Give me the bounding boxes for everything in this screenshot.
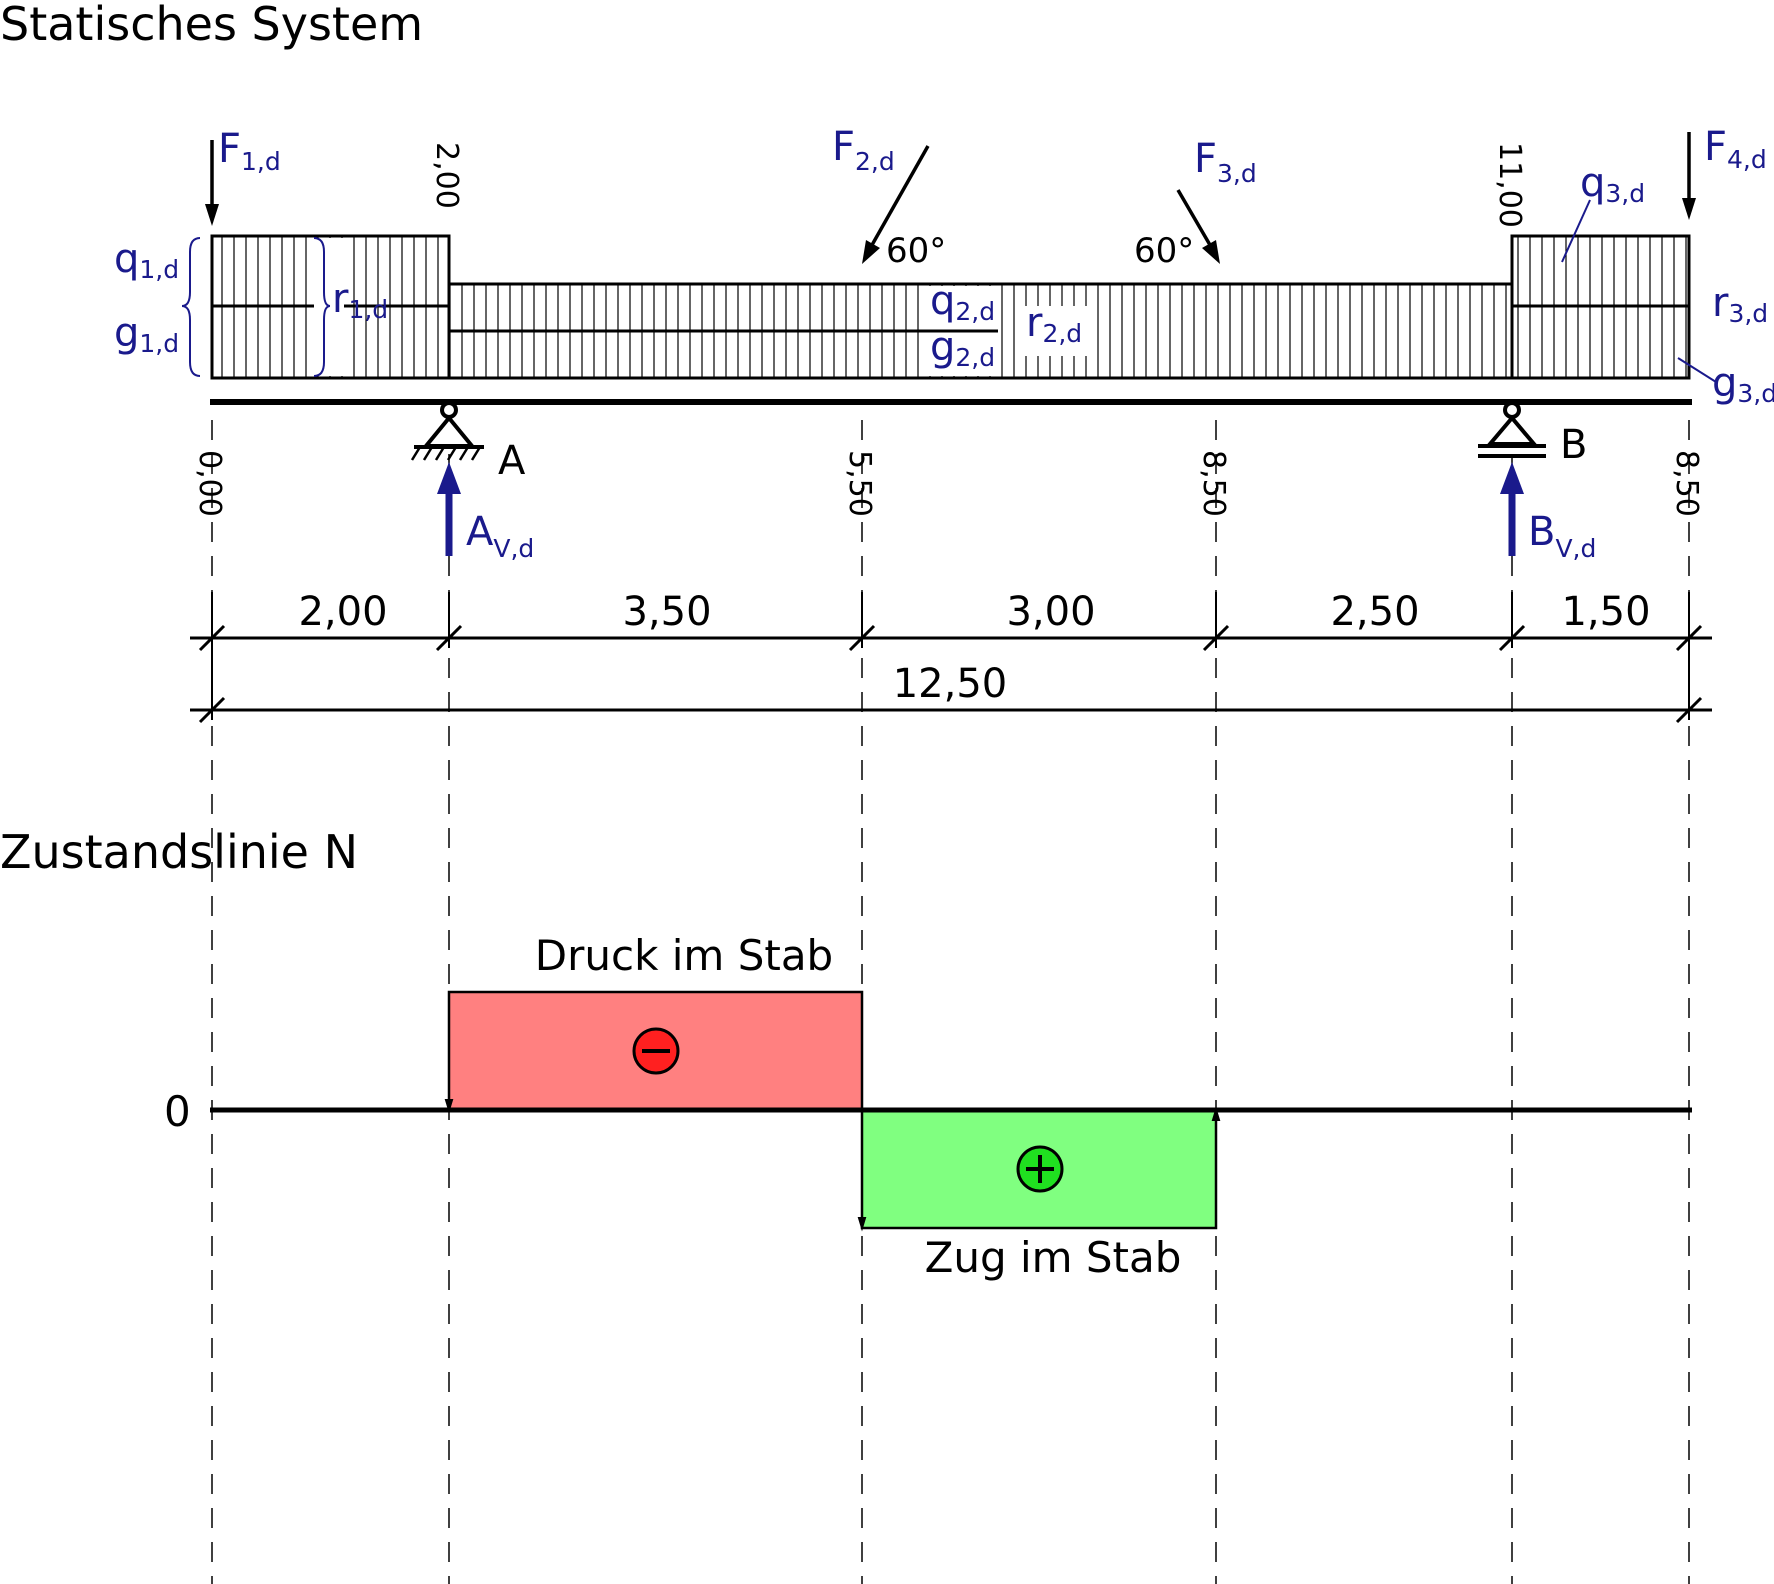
tension-label: Zug im Stab	[925, 1233, 1182, 1282]
reaction-arrow-a-icon	[437, 462, 461, 556]
dimension-seg-4: 2,50	[1330, 589, 1419, 635]
system-title: Statisches System	[0, 0, 423, 51]
force-f2-label: F2,d	[832, 124, 895, 176]
angle-f2-label: 60°	[886, 231, 946, 271]
minus-sign-icon	[632, 1027, 680, 1075]
angle-f3-label: 60°	[1134, 231, 1194, 271]
force-f4-label: F4,d	[1704, 124, 1767, 174]
jump-arrows	[444, 1099, 1221, 1232]
force-f3-arrow-icon	[1176, 189, 1220, 264]
support-b-label: B	[1560, 422, 1587, 468]
compression-label: Druck im Stab	[535, 931, 833, 980]
load-r2-label: r2,d	[1026, 300, 1082, 348]
force-f1-label: F1,d	[218, 126, 281, 176]
station-bottom-end: 8,50	[1669, 450, 1704, 517]
load-g1-label: g1,d	[114, 310, 179, 358]
support-a-label: A	[498, 438, 526, 484]
load-r1-label: r1,d	[332, 276, 388, 324]
dimension-seg-3: 3,00	[1006, 589, 1095, 635]
reaction-a-label: AV,d	[466, 509, 534, 563]
dimension-total: 12,50	[893, 661, 1008, 707]
dimension-seg-2: 3,50	[622, 589, 711, 635]
support-b-icon	[1478, 401, 1546, 458]
zero-label: 0	[164, 1087, 191, 1136]
force-f1-arrow-icon	[205, 140, 219, 226]
load-q2-label: q2,d	[930, 278, 995, 326]
station-dashed-lines	[211, 420, 1690, 1584]
dimension-seg-5: 1,50	[1561, 589, 1650, 635]
station-bottom-8-5: 8,50	[1196, 450, 1231, 517]
station-top-11: 11,00	[1492, 142, 1527, 228]
reaction-arrow-b-icon	[1500, 462, 1524, 556]
load-braces	[181, 199, 1717, 383]
load-g3-label: g3,d	[1712, 360, 1774, 408]
force-f4-arrow-icon	[1682, 132, 1696, 220]
station-bottom-5-5: 5,50	[842, 450, 877, 517]
load-r3-label: r3,d	[1712, 280, 1768, 328]
load-q3-label: q3,d	[1580, 160, 1645, 208]
load-block-1	[210, 234, 451, 380]
plus-sign-icon	[1016, 1145, 1064, 1193]
dimension-chain	[190, 592, 1712, 724]
load-q1-label: q1,d	[114, 236, 179, 284]
station-bottom-0: 0,00	[192, 450, 227, 517]
station-top-2: 2,00	[429, 142, 464, 209]
support-a-icon	[410, 401, 484, 461]
force-f2-arrow-icon	[862, 145, 930, 264]
load-g2-label: g2,d	[930, 324, 995, 372]
load-block-2	[447, 282, 1514, 380]
force-f3-label: F3,d	[1194, 136, 1257, 188]
dimension-seg-1: 2,00	[298, 589, 387, 635]
load-block-3	[1510, 234, 1691, 380]
reaction-b-label: BV,d	[1528, 509, 1596, 563]
n-line-title: Zustandslinie N	[0, 825, 358, 879]
